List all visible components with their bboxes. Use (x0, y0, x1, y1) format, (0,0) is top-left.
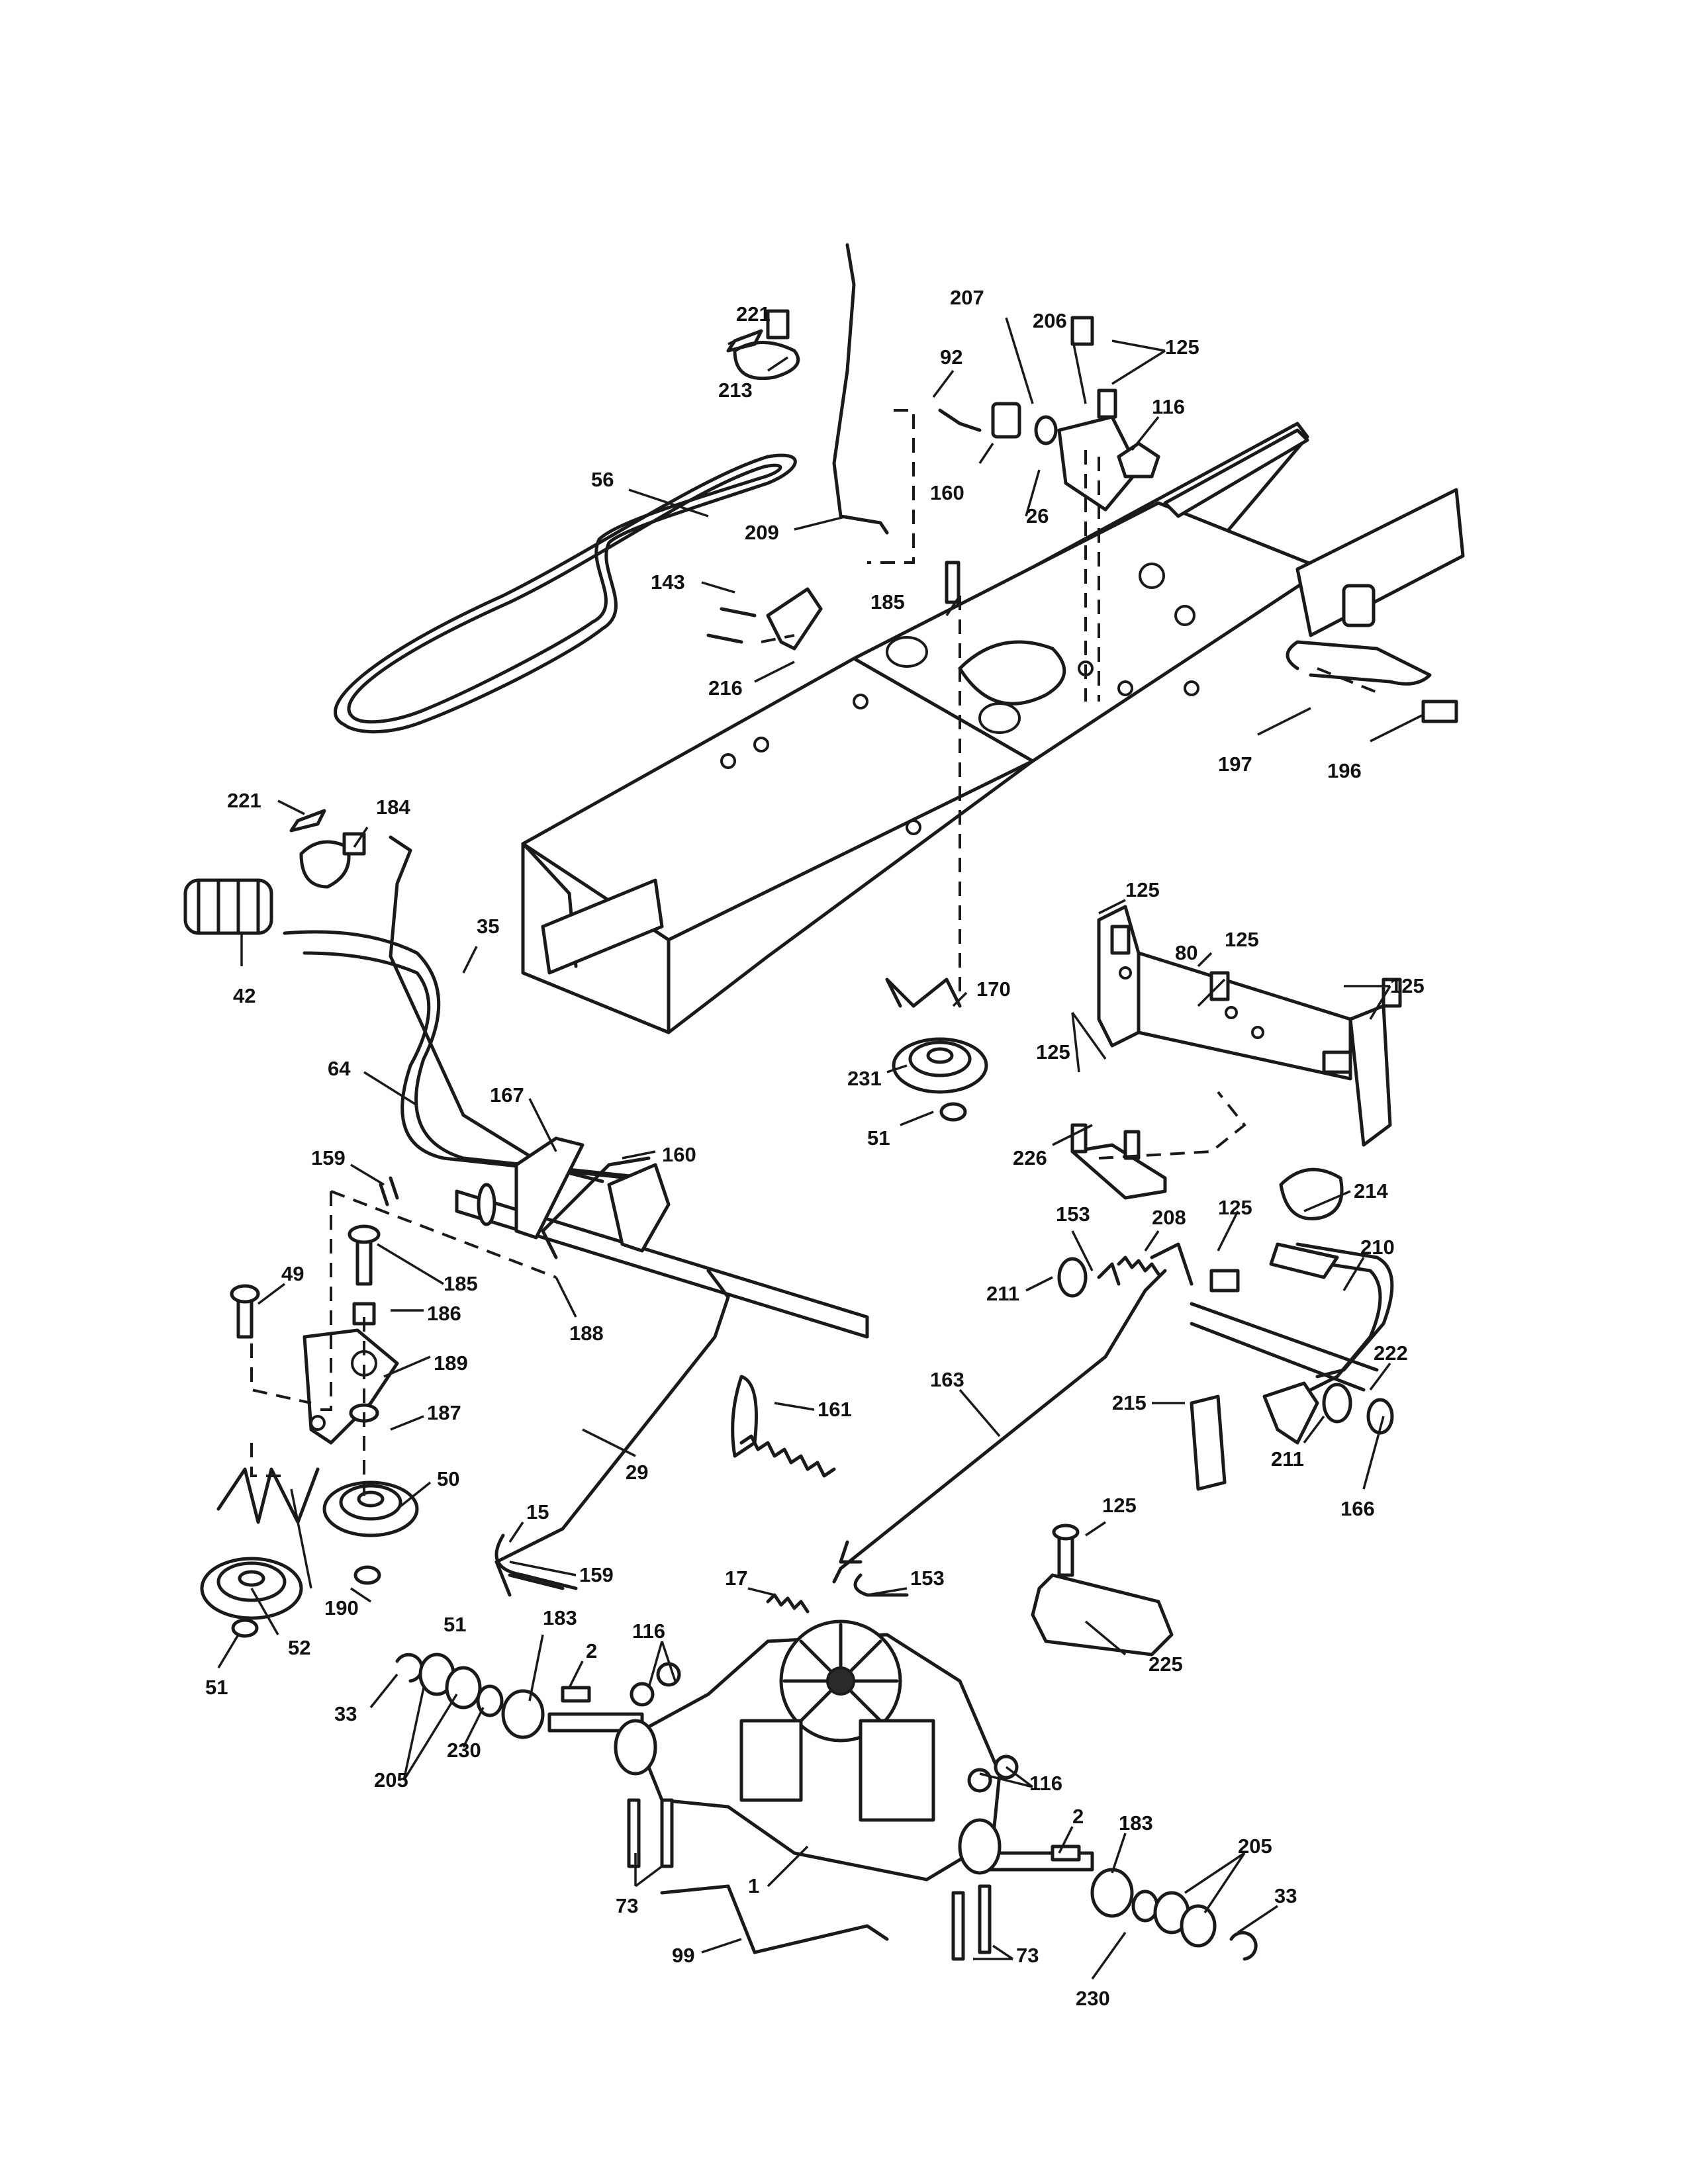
callout-166: 166 (1340, 1497, 1375, 1520)
callout-209: 209 (745, 521, 779, 544)
callout-159: 159 (579, 1563, 614, 1586)
callout-188: 188 (569, 1322, 604, 1345)
callout-231: 231 (847, 1067, 882, 1090)
callout-208: 208 (1152, 1206, 1186, 1229)
drive-belt (334, 453, 797, 734)
lift-lever (183, 809, 869, 1339)
callout-50: 50 (437, 1467, 459, 1490)
callout-26: 26 (1026, 504, 1049, 527)
callout-33: 33 (1274, 1884, 1297, 1907)
callout-197: 197 (1218, 752, 1252, 776)
callout-42: 42 (233, 984, 256, 1007)
callout-210: 210 (1360, 1236, 1395, 1259)
callout-205: 205 (374, 1768, 408, 1792)
callout-187: 187 (427, 1401, 461, 1424)
callout-216: 216 (708, 676, 743, 700)
callout-labels: 221 213 207 206 125 92 116 56 160 26 209… (205, 286, 1425, 2010)
alignment-lines (250, 409, 1384, 1496)
control-rod (832, 1269, 1167, 1597)
callout-80: 80 (1175, 941, 1197, 964)
callout-186: 186 (427, 1302, 461, 1325)
callout-33: 33 (334, 1702, 357, 1725)
callout-184: 184 (376, 796, 410, 819)
idler-plate (230, 1176, 399, 1445)
callout-189: 189 (434, 1351, 468, 1375)
callout-213: 213 (718, 379, 753, 402)
callout-215: 215 (1112, 1391, 1147, 1414)
callout-153: 153 (1056, 1203, 1090, 1226)
callout-221: 221 (227, 789, 261, 812)
callout-1: 1 (748, 1874, 759, 1897)
pedal-assembly (1057, 1167, 1394, 1491)
callout-225: 225 (1149, 1653, 1183, 1676)
callout-125: 125 (1125, 878, 1160, 901)
callout-167: 167 (490, 1083, 524, 1107)
callout-73: 73 (616, 1894, 638, 1917)
callout-92: 92 (940, 345, 962, 369)
right-bracket (1070, 905, 1402, 1200)
callout-230: 230 (1076, 1987, 1110, 2010)
callout-226: 226 (1013, 1146, 1047, 1169)
transaxle (547, 1619, 1094, 1882)
callout-170: 170 (976, 978, 1011, 1001)
callout-125: 125 (1218, 1196, 1252, 1219)
callout-183: 183 (1119, 1811, 1153, 1835)
callout-2: 2 (1072, 1805, 1084, 1828)
callout-159: 159 (311, 1146, 346, 1169)
callout-51: 51 (205, 1676, 228, 1699)
callout-49: 49 (281, 1262, 304, 1285)
center-linkage (494, 1136, 758, 1597)
callout-35: 35 (477, 915, 499, 938)
callout-51: 51 (444, 1613, 466, 1636)
callout-116: 116 (632, 1619, 665, 1643)
callout-56: 56 (591, 468, 614, 491)
callout-17: 17 (725, 1567, 747, 1590)
callout-207: 207 (950, 286, 984, 309)
callout-185: 185 (870, 590, 905, 614)
callout-29: 29 (626, 1461, 648, 1484)
callout-2: 2 (586, 1639, 597, 1662)
callout-185: 185 (444, 1272, 478, 1295)
callout-222: 222 (1374, 1342, 1408, 1365)
callout-230: 230 (447, 1739, 481, 1762)
callout-125: 125 (1165, 336, 1199, 359)
callout-183: 183 (543, 1606, 577, 1629)
callout-116: 116 (1029, 1772, 1062, 1795)
callout-163: 163 (930, 1368, 964, 1391)
callout-190: 190 (324, 1596, 359, 1619)
callout-221: 221 (736, 302, 771, 326)
callout-161: 161 (818, 1398, 852, 1421)
guard-plate (1031, 1524, 1174, 1657)
callout-125: 125 (1102, 1494, 1137, 1517)
callout-15: 15 (526, 1500, 549, 1524)
callout-99: 99 (672, 1944, 694, 1967)
callout-125: 125 (1225, 928, 1259, 951)
callout-64: 64 (328, 1057, 351, 1080)
callout-125: 125 (1036, 1040, 1070, 1064)
callout-125: 125 (1390, 974, 1425, 997)
chassis-frame (521, 422, 1465, 1034)
callout-52: 52 (288, 1636, 310, 1659)
rear-bracket (1286, 640, 1458, 723)
callout-211: 211 (1271, 1447, 1304, 1471)
callout-205: 205 (1238, 1835, 1272, 1858)
callout-206: 206 (1033, 309, 1067, 332)
callout-143: 143 (651, 570, 685, 594)
upper-linkage (706, 243, 1160, 651)
leader-lines (217, 317, 1424, 1980)
callout-160: 160 (662, 1143, 696, 1166)
callout-116: 116 (1152, 395, 1185, 418)
callout-153: 153 (910, 1567, 945, 1590)
callout-160: 160 (930, 481, 964, 504)
callout-51: 51 (867, 1126, 890, 1150)
callout-214: 214 (1354, 1179, 1388, 1203)
callout-211: 211 (986, 1282, 1019, 1305)
callout-196: 196 (1327, 759, 1362, 782)
callout-73: 73 (1016, 1944, 1039, 1967)
